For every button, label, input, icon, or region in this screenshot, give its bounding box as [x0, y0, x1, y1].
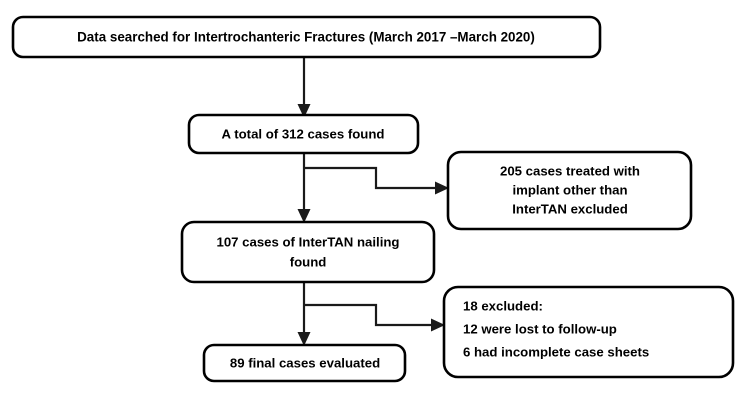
node-excluded-followup-line-1: 18 excluded:	[463, 298, 543, 313]
node-data-searched-line-1: Data searched for Intertrochanteric Frac…	[77, 30, 535, 45]
arrow-head-icon	[297, 332, 311, 346]
node-excluded-implant-line-3: InterTAN excluded	[512, 201, 628, 216]
connector-total-to-intertan	[297, 152, 311, 223]
node-final-cases-line-1: 89 final cases evaluated	[230, 355, 380, 370]
node-intertan-found-line-2: found	[290, 254, 327, 269]
arrow-head-icon	[431, 318, 445, 332]
arrow-head-icon	[297, 209, 311, 223]
node-excluded-implant-box	[446, 150, 693, 231]
connector-intertan-to-excluded-followup	[304, 303, 445, 332]
node-excluded-followup-line-3: 6 had incomplete case sheets	[463, 344, 649, 359]
node-excluded-implant-line-2: implant other than	[512, 182, 627, 197]
connector-intertan-to-final	[297, 282, 311, 346]
node-final-cases-box	[202, 343, 407, 383]
node-total-cases-line-1: A total of 312 cases found	[222, 126, 385, 141]
node-data-searched: Data searched for Intertrochanteric Frac…	[11, 15, 602, 59]
connector-total-to-excluded-implant	[304, 166, 449, 195]
node-intertan-found-line-1: 107 cases of InterTAN nailing	[217, 234, 400, 249]
node-excluded-implant-line-1: 205 cases treated with	[500, 163, 640, 178]
node-data-searched-box	[11, 15, 602, 59]
node-excluded-implant: 205 cases treated with implant other tha…	[446, 150, 693, 231]
node-total-cases: A total of 312 cases found	[187, 113, 420, 155]
node-total-cases-box	[187, 113, 420, 155]
node-final-cases: 89 final cases evaluated	[202, 343, 407, 383]
arrow-head-icon	[435, 181, 449, 195]
node-excluded-followup-line-2: 12 were lost to follow-up	[463, 321, 617, 336]
node-intertan-found-box	[180, 220, 436, 284]
connector-search-to-total	[297, 57, 311, 118]
node-excluded-followup: 18 excluded: 12 were lost to follow-up 6…	[442, 285, 735, 379]
node-intertan-found: 107 cases of InterTAN nailing found	[180, 220, 436, 284]
connector-layer	[297, 57, 449, 346]
arrow-head-icon	[297, 104, 311, 118]
node-excluded-followup-box	[442, 285, 735, 379]
